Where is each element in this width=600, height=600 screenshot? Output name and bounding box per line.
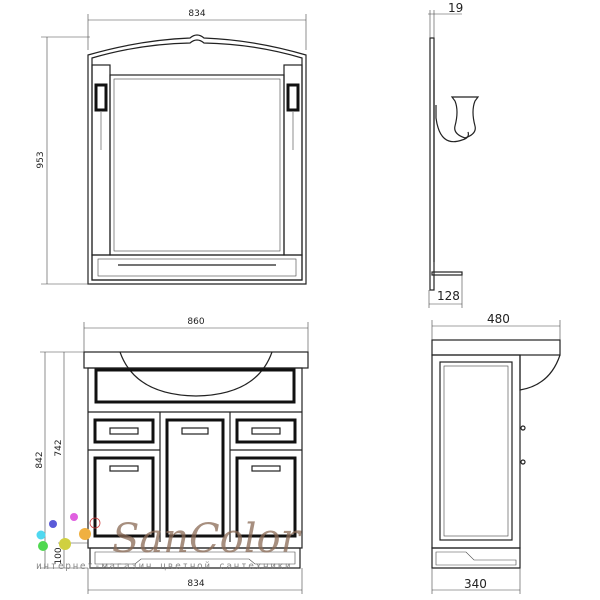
knob-icon xyxy=(520,459,526,465)
vanity-body-depth-label: 340 xyxy=(464,577,487,591)
vanity-plinth-height-label: 100 xyxy=(54,547,64,564)
mirror-width-label: 834 xyxy=(188,9,205,19)
watermark-brand: SanColor xyxy=(112,516,303,562)
lamp-shade-icon xyxy=(450,96,480,139)
vanity-top-depth-label: 480 xyxy=(487,312,510,326)
vanity-front-view: 860 834 842 742 100 xyxy=(35,317,309,594)
mirror-front-view: 834 953 xyxy=(36,9,307,285)
mirror-side-view: 19 128 xyxy=(428,1,480,308)
sancolor-watermark: SanColor интернет-магазин цветной сантех… xyxy=(36,513,303,572)
vanity-bottom-width-label: 834 xyxy=(187,579,204,589)
lamp-arm-icon xyxy=(435,105,469,143)
lamp-icon xyxy=(94,83,300,112)
watermark-tagline: интернет-магазин цветной сантехники xyxy=(36,561,292,572)
knob-icon xyxy=(520,425,526,431)
handle-icon xyxy=(181,427,209,435)
mirror-height-label: 953 xyxy=(36,151,46,168)
handle-icon xyxy=(109,465,139,472)
handle-icon xyxy=(251,427,281,435)
vanity-body-height-label: 742 xyxy=(54,439,64,456)
mirror-depth-label: 19 xyxy=(448,1,463,15)
mirror-shelf-label: 128 xyxy=(437,289,460,303)
vanity-total-height-label: 842 xyxy=(35,451,45,468)
vanity-side-view: 480 340 xyxy=(431,312,561,594)
vanity-top-width-label: 860 xyxy=(187,317,204,327)
handle-icon xyxy=(109,427,139,435)
handle-icon xyxy=(251,465,281,472)
